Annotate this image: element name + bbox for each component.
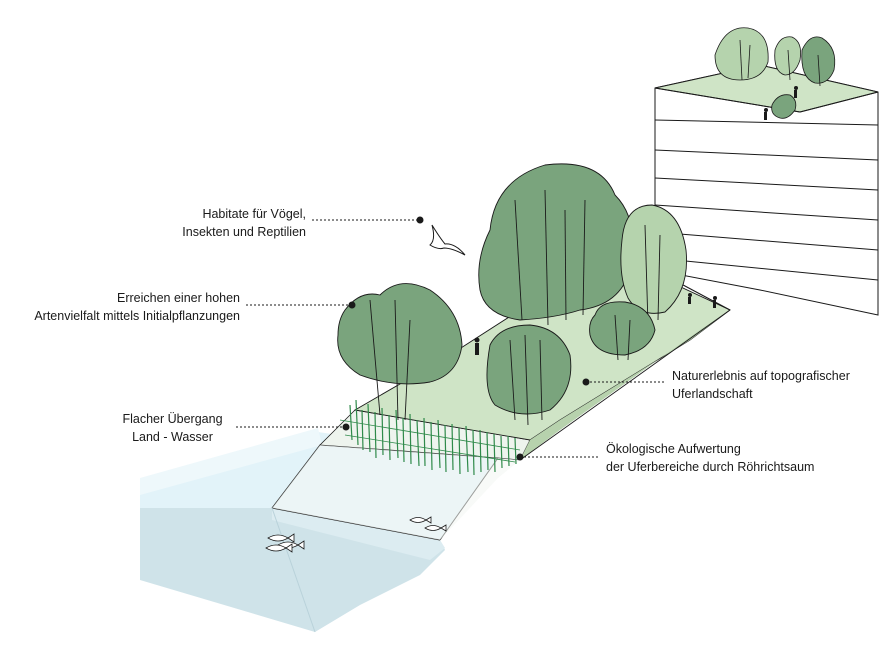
bird-icon — [429, 224, 466, 256]
person-icon — [474, 86, 798, 355]
label-transition: Flacher Übergang Land - Wasser — [122, 412, 223, 444]
building — [654, 64, 879, 316]
label-reed: Ökologische Aufwertung der Uferbereiche … — [606, 442, 815, 474]
label-nature: Naturerlebnis auf topografischer Uferlan… — [672, 369, 850, 401]
leader-dots — [342, 216, 590, 461]
leader-lines — [236, 219, 666, 458]
fish-icon — [265, 516, 447, 553]
label-habitat: Habitate für Vögel, Insekten und Reptili… — [182, 207, 306, 239]
bank-slope — [272, 409, 531, 540]
reed-belt — [339, 399, 521, 476]
main-trees — [337, 163, 687, 426]
label-diversity: Erreichen einer hohen Artenvielfalt mitt… — [34, 291, 240, 323]
rooftop-trees — [714, 27, 836, 119]
